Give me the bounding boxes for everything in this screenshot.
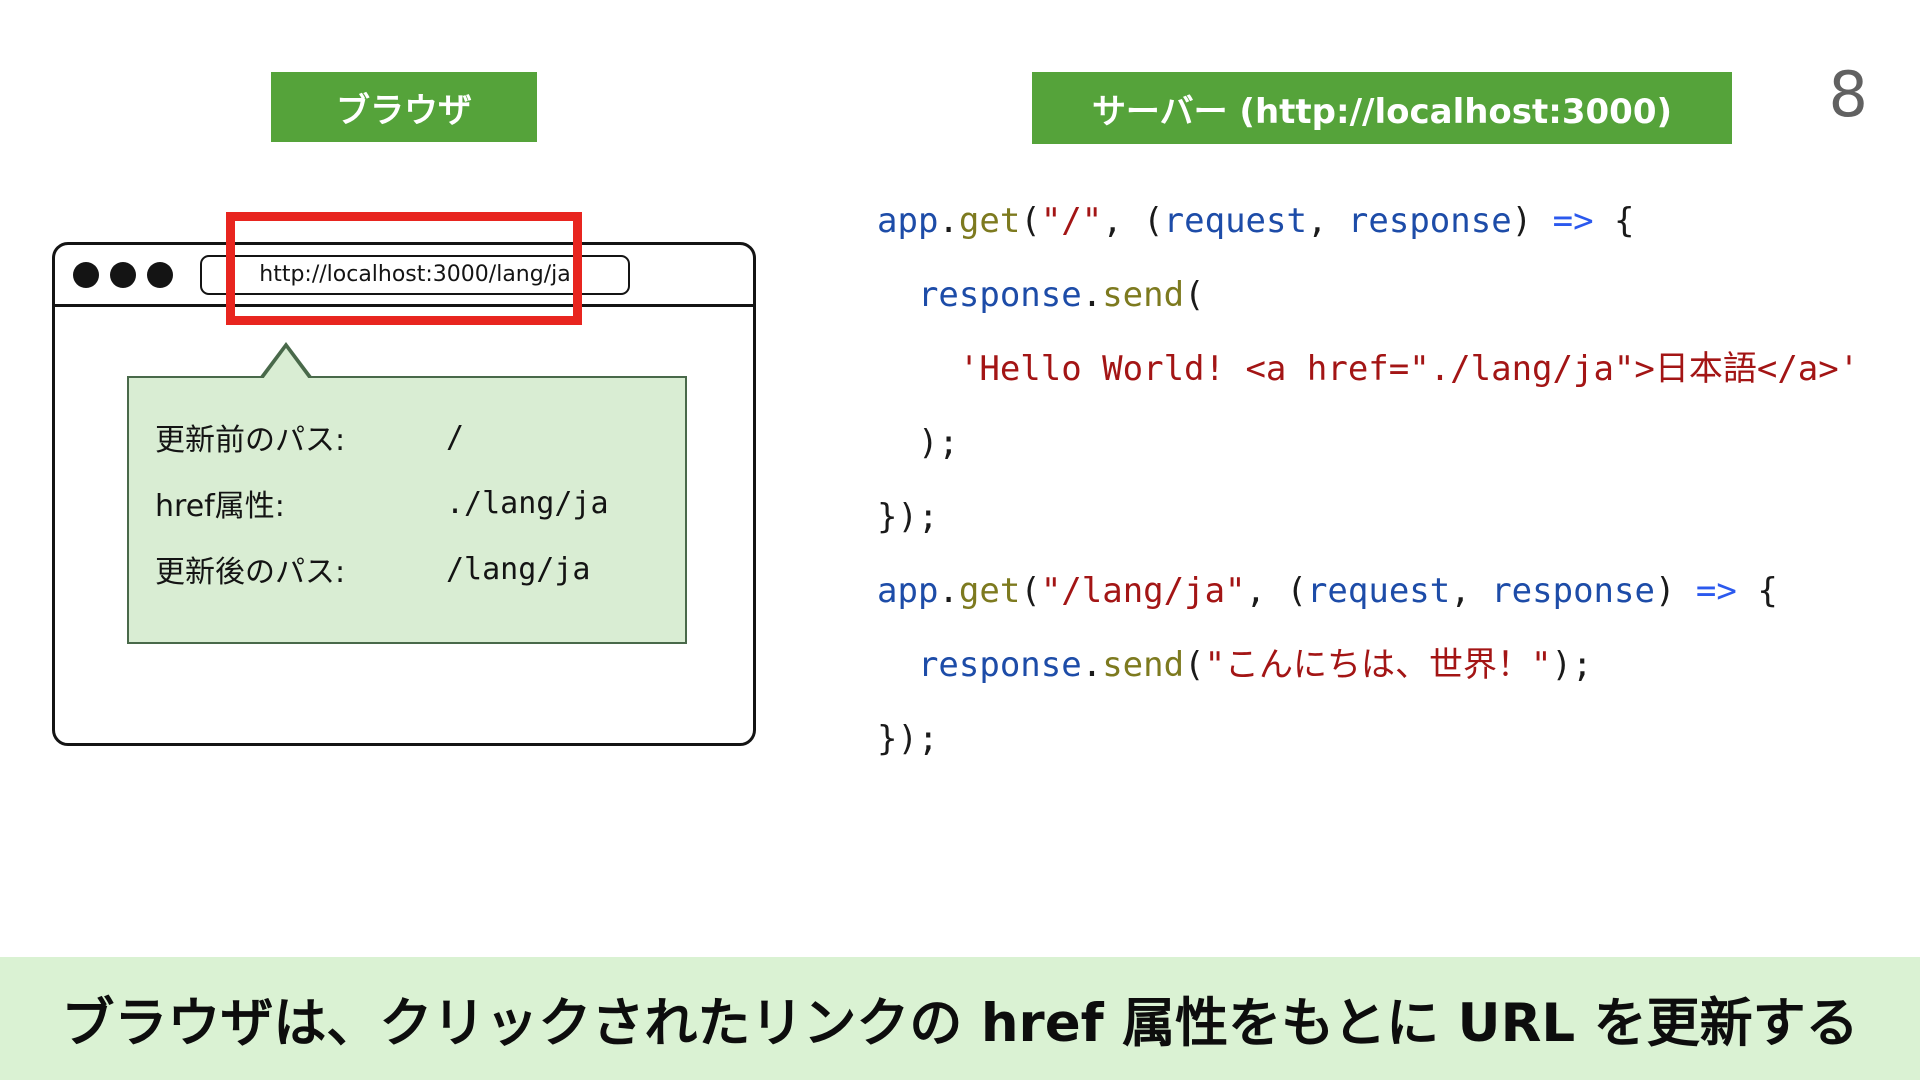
caption-banner: ブラウザは、クリックされたリンクの href 属性をもとに URL を更新する xyxy=(0,957,1920,1080)
code-line: app.get("/lang/ja", (request, response) … xyxy=(877,571,1778,611)
window-dot-icon xyxy=(73,261,99,288)
callout-label: 更新後のパス: xyxy=(155,555,346,590)
code-block: app.get("/", (request, response) => { re… xyxy=(877,184,1859,776)
server-badge-label: サーバー (http://localhost:3000) xyxy=(1091,91,1673,132)
code-line: ); xyxy=(877,423,959,463)
caption-text: ブラウザは、クリックされたリンクの href 属性をもとに URL を更新する xyxy=(61,992,1859,1054)
code-line: response.send("こんにちは、世界！"); xyxy=(917,645,1593,685)
url-highlight-box xyxy=(226,212,582,325)
window-dot-icon xyxy=(110,261,136,288)
page-number: 8 xyxy=(1828,58,1868,131)
callout-row: 更新後のパス: /lang/ja xyxy=(155,536,675,602)
browser-badge: ブラウザ xyxy=(271,72,537,142)
callout-row: href属性: ./lang/ja xyxy=(155,470,675,536)
callout-row: 更新前のパス: / xyxy=(155,404,675,470)
browser-topbar: http://localhost:3000/lang/ja xyxy=(55,245,753,307)
callout-label: href属性: xyxy=(155,489,285,524)
browser-badge-label: ブラウザ xyxy=(336,90,472,131)
callout-pointer-icon xyxy=(263,348,309,379)
callout-label: 更新前のパス: xyxy=(155,423,346,458)
callout-value: / xyxy=(446,419,465,455)
server-badge: サーバー (http://localhost:3000) xyxy=(1032,72,1732,144)
browser-window: http://localhost:3000/lang/ja 更新前のパス: / … xyxy=(52,242,756,746)
code-line: }); xyxy=(877,497,939,537)
window-dot-icon xyxy=(147,261,173,288)
url-bar: http://localhost:3000/lang/ja xyxy=(200,254,630,295)
code-line: app.get("/", (request, response) => { xyxy=(877,201,1635,241)
path-callout: 更新前のパス: / href属性: ./lang/ja 更新後のパス: /lan… xyxy=(127,342,687,644)
callout-value: ./lang/ja xyxy=(446,485,609,521)
code-line: response.send( xyxy=(917,275,1205,315)
code-line: }); xyxy=(877,719,939,759)
code-line: 'Hello World! <a href="./lang/ja">日本語</a… xyxy=(958,349,1860,389)
url-text: http://localhost:3000/lang/ja xyxy=(259,262,571,287)
callout-value: /lang/ja xyxy=(446,551,591,587)
